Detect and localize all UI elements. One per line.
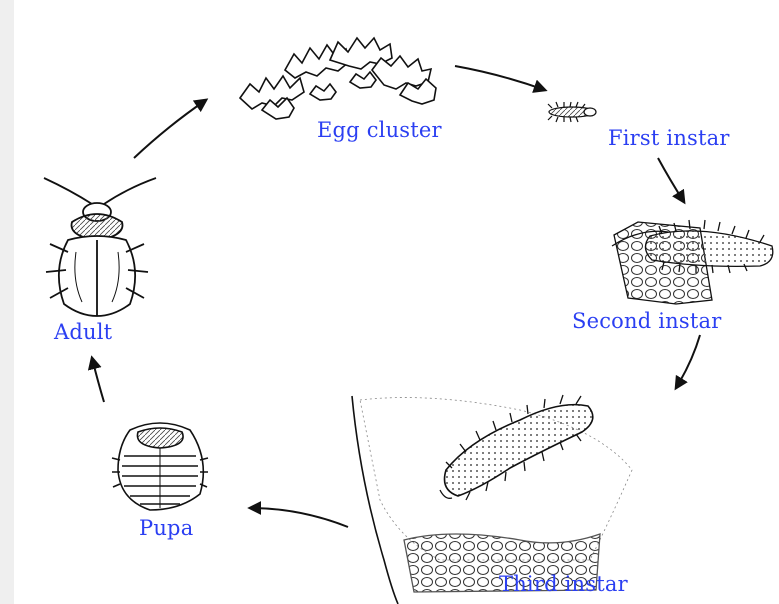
arrow-third-to-pupa [250,508,348,527]
arrow-first-to-second [658,158,684,202]
arrow-pupa-to-adult [92,358,104,402]
egg-cluster-illustration [240,38,436,119]
arrow-second-to-third [676,335,700,388]
second-instar-illustration [612,220,773,304]
adult-beetle-illustration [44,178,156,316]
third-instar-label: Third instar [499,572,628,596]
life-cycle-diagram: Egg cluster First instar Second instar T… [14,0,779,604]
adult-label: Adult [54,320,112,344]
second-instar-label: Second instar [572,309,721,333]
first-instar-label: First instar [608,126,730,150]
arrow-egg-to-first [455,66,545,90]
pupa-label: Pupa [139,516,193,540]
diagram-art [14,0,779,604]
arrow-adult-to-egg [134,100,206,158]
pupa-illustration [112,423,208,510]
first-instar-illustration [548,102,596,122]
egg-cluster-label: Egg cluster [317,118,442,142]
